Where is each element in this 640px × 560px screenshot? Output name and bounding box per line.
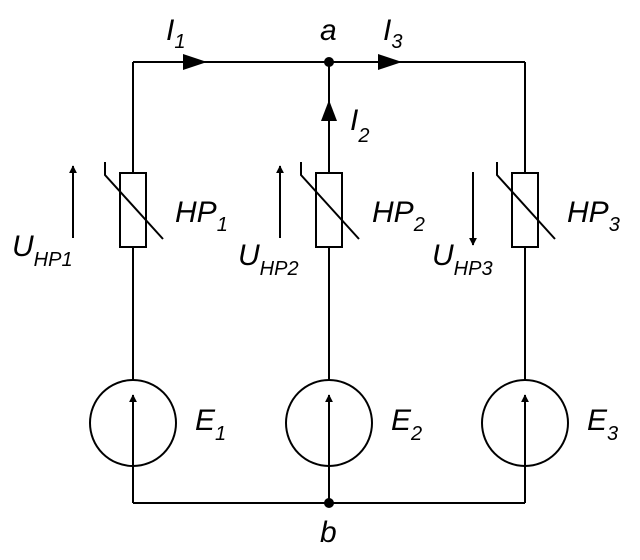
e3-label: E3 (587, 404, 618, 445)
hp1-resistor (119, 172, 147, 248)
hp2-label: HP2 (372, 196, 425, 236)
hp1-label: HP1 (175, 196, 228, 236)
current-i1-label: I1 (166, 14, 185, 53)
hp2-nonlinear-slash (300, 162, 360, 240)
hp3-nonlinear-slash (496, 162, 556, 240)
u-hp3-label: UHP3 (432, 239, 493, 280)
current-i2-label: I2 (350, 104, 369, 147)
current-i3-arrow (378, 54, 402, 70)
e1-label: E1 (195, 404, 226, 445)
branch-2 (276, 62, 373, 503)
u-hp1-label: UHP1 (12, 230, 73, 271)
e2-label: E2 (391, 404, 422, 445)
hp1-nonlinear-slash (104, 162, 164, 240)
hp3-resistor (511, 172, 539, 248)
current-i3-label: I3 (383, 14, 402, 53)
hp3-label: HP3 (567, 196, 620, 236)
hp2-resistor (315, 172, 343, 248)
node-b-label: b (320, 516, 337, 549)
branch-3 (469, 62, 569, 503)
u-hp2-label: UHP2 (238, 239, 299, 280)
branch-1 (69, 62, 177, 503)
current-i1-arrow (183, 54, 207, 70)
node-a-label: a (320, 14, 337, 47)
current-i2-arrow (321, 100, 337, 121)
